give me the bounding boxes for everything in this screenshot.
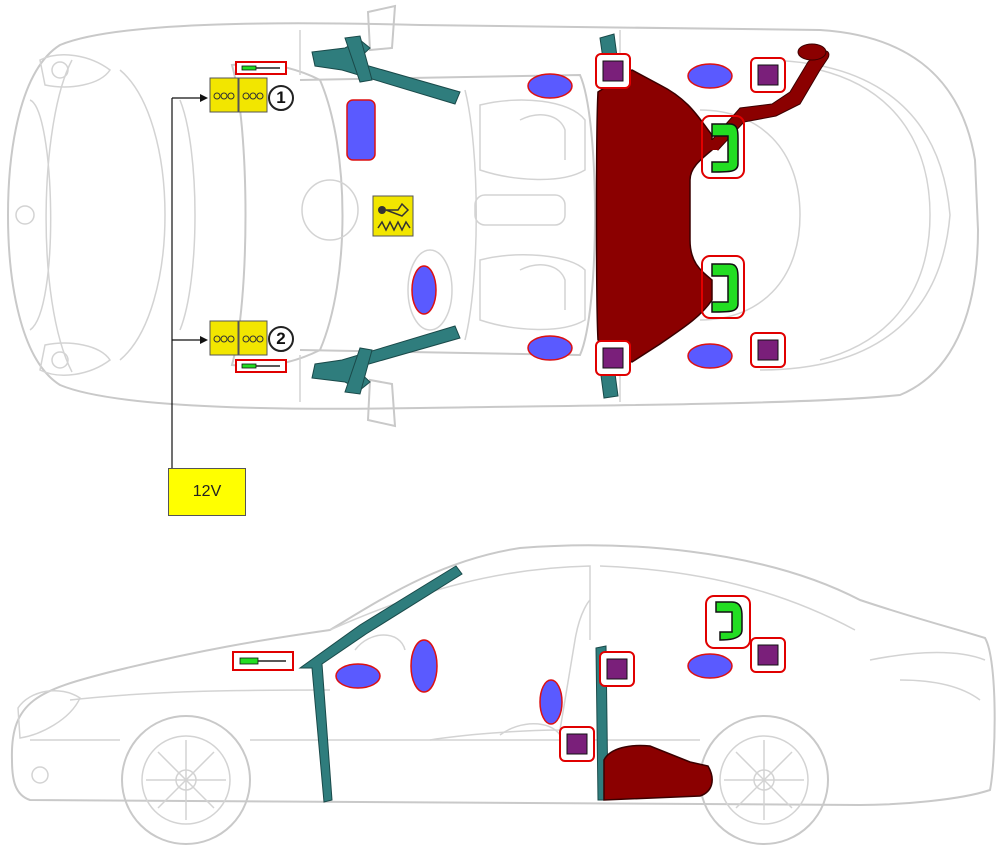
airbag-rear-left-top bbox=[687, 63, 733, 89]
sensor-box-side-2 bbox=[750, 637, 786, 673]
fuel-filler-cap bbox=[797, 43, 827, 61]
sensor-box-top-2 bbox=[750, 57, 786, 93]
front-sensor-top-1 bbox=[235, 61, 287, 75]
battery-icon bbox=[209, 77, 268, 113]
a-pillar-reinforcement-side bbox=[298, 565, 463, 803]
voltage-leader-lines bbox=[171, 94, 208, 470]
sensor-box-side-1 bbox=[599, 651, 635, 687]
battery-callout-2: 2 bbox=[268, 326, 294, 352]
a-pillar-reinforcement-left-top bbox=[311, 39, 461, 105]
sensor-box-side-3 bbox=[559, 726, 595, 762]
green-component-lower-top bbox=[701, 255, 745, 319]
battery-icon bbox=[209, 320, 268, 356]
airbag-rear-side bbox=[687, 653, 733, 679]
voltage-label: 12V bbox=[168, 468, 246, 516]
sensor-box-top-1 bbox=[595, 53, 631, 89]
sensor-box-top-4 bbox=[750, 332, 786, 368]
car-top-view bbox=[6, 4, 980, 428]
airbag-driver-steering bbox=[411, 265, 437, 315]
airbag-passenger-dashboard bbox=[346, 99, 376, 161]
airbag-steering-side bbox=[410, 639, 438, 693]
a-pillar-reinforcement-left-top-bar bbox=[344, 35, 373, 83]
sensor-box-top-3 bbox=[595, 340, 631, 376]
green-component-side bbox=[705, 595, 751, 649]
battery-callout-1: 1 bbox=[268, 85, 294, 111]
airbag-knee-side bbox=[335, 663, 381, 689]
car-side-view bbox=[10, 544, 996, 845]
front-sensor-side bbox=[232, 651, 294, 671]
airbag-seat-side bbox=[539, 679, 563, 725]
fuel-tank-side bbox=[603, 744, 713, 801]
front-sensor-top-2 bbox=[235, 359, 287, 373]
gas-generator-icon bbox=[372, 195, 414, 237]
fuel-filler-pipe bbox=[711, 50, 830, 151]
a-pillar-reinforcement-right-top bbox=[311, 325, 461, 391]
airbag-front-right-top bbox=[527, 335, 573, 361]
green-component-upper-top bbox=[701, 115, 745, 179]
airbag-rear-right-top bbox=[687, 343, 733, 369]
a-pillar-reinforcement-right-top-bar bbox=[344, 347, 373, 395]
airbag-front-left-top bbox=[527, 73, 573, 99]
fuel-tank bbox=[595, 69, 713, 363]
